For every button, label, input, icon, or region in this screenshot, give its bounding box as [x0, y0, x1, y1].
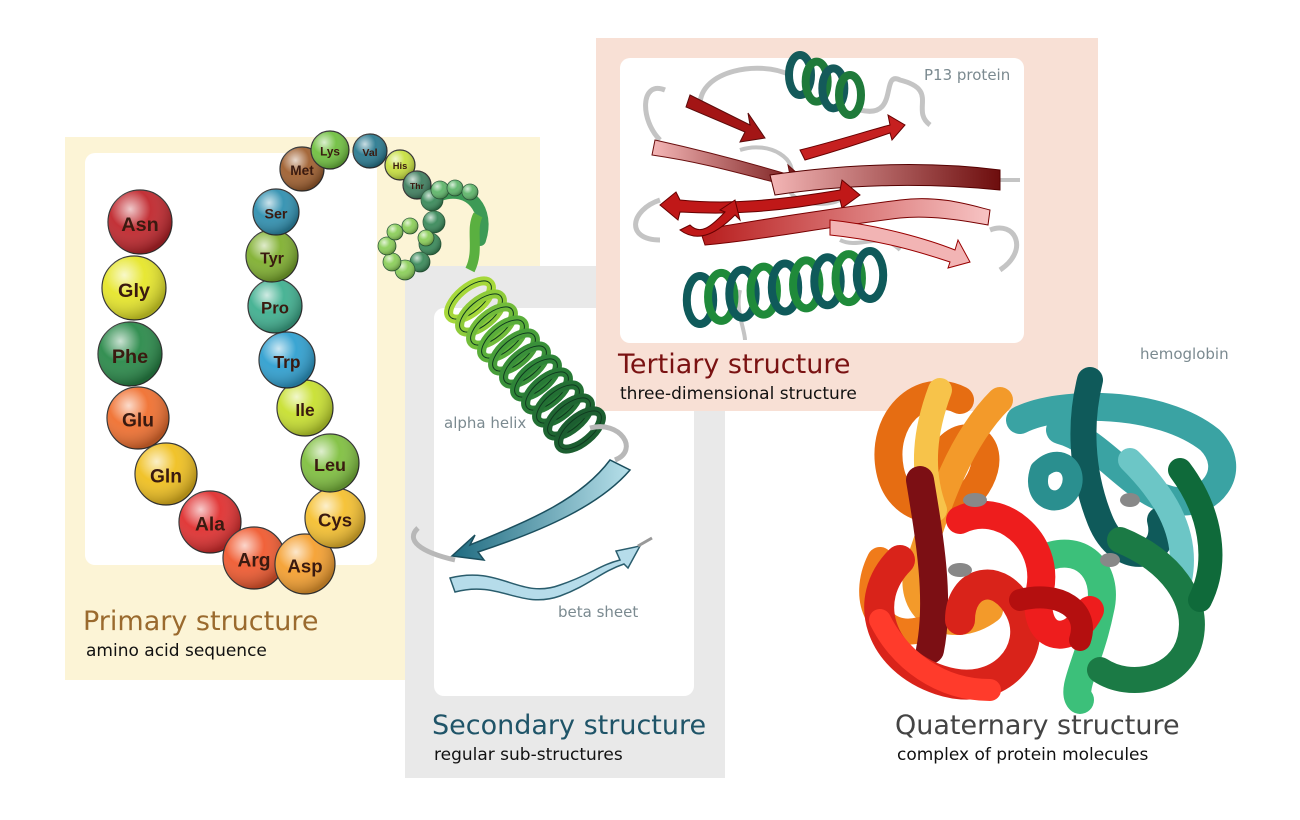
helix-turn — [852, 247, 888, 303]
helix-turn — [785, 51, 815, 99]
helix-turn — [746, 262, 781, 319]
helix-turn — [767, 259, 803, 316]
svg-text:Ser: Ser — [265, 206, 288, 222]
helix-turn — [704, 268, 739, 325]
svg-text:Thr: Thr — [410, 181, 425, 191]
quaternary-title: Quaternary structure — [895, 710, 1180, 741]
helix-turn — [810, 253, 845, 310]
amino-acid-ser: Ser — [252, 188, 300, 236]
amino-acid-his: His — [384, 149, 416, 181]
tertiary-protein-graphic — [633, 51, 1020, 341]
p13-protein-label: P13 protein — [924, 66, 1011, 84]
amino-acid-val: Val — [352, 133, 388, 169]
tertiary-title: Tertiary structure — [618, 349, 851, 380]
amino-acid-trp: Trp — [258, 331, 316, 389]
svg-text:Cys: Cys — [318, 509, 352, 530]
amino-acid-gln: Gln — [134, 442, 198, 506]
primary-subtitle: amino acid sequence — [86, 641, 267, 661]
amino-acid-ala: Ala — [178, 490, 242, 554]
svg-text:Pro: Pro — [261, 299, 289, 318]
svg-text:Phe: Phe — [112, 346, 148, 368]
svg-text:Glu: Glu — [122, 411, 154, 432]
quaternary-subtitle: complex of protein molecules — [897, 745, 1149, 765]
amino-acid-asn: Asn — [107, 189, 173, 255]
svg-text:Tyr: Tyr — [260, 249, 285, 267]
amino-acid-phe: Phe — [97, 321, 163, 387]
amino-acid-glu: Glu — [106, 386, 170, 450]
amino-acid-pro: Pro — [247, 278, 303, 334]
hemoglobin-graphic — [859, 367, 1237, 714]
svg-text:Val: Val — [362, 147, 377, 159]
svg-text:Gly: Gly — [118, 280, 150, 302]
svg-text:Trp: Trp — [273, 352, 300, 372]
amino-acid-tyr: Tyr — [245, 229, 299, 283]
hemoglobin-label: hemoglobin — [1140, 345, 1229, 363]
tertiary-subtitle: three-dimensional structure — [620, 384, 857, 404]
amino-acid-gly: Gly — [101, 255, 167, 321]
svg-text:Gln: Gln — [150, 467, 182, 488]
svg-text:Met: Met — [290, 163, 314, 178]
svg-text:Ile: Ile — [295, 400, 315, 420]
amino-acid-cys: Cys — [304, 487, 366, 549]
amino-acid-leu: Leu — [300, 433, 360, 493]
svg-text:His: His — [393, 161, 407, 171]
helix-turn — [801, 57, 832, 106]
svg-text:Asn: Asn — [121, 214, 158, 236]
secondary-subtitle: regular sub-structures — [434, 745, 623, 765]
helix-turn — [831, 250, 866, 307]
helix-turn — [725, 265, 760, 322]
amino-acid-lys: Lys — [310, 130, 350, 170]
svg-text:Asp: Asp — [287, 555, 322, 576]
helix-turn — [789, 256, 824, 313]
svg-text:Leu: Leu — [314, 455, 346, 475]
helix-turn — [682, 272, 718, 328]
amino-acid-asp: Asp — [274, 533, 336, 595]
alpha-helix-label: alpha helix — [444, 414, 527, 432]
beta-sheet-graphic — [410, 459, 653, 601]
svg-text:Lys: Lys — [320, 145, 340, 158]
svg-text:Arg: Arg — [237, 551, 270, 572]
primary-title: Primary structure — [83, 606, 319, 637]
beta-sheet-label: beta sheet — [558, 603, 639, 621]
helix-turn — [818, 64, 849, 113]
svg-text:Ala: Ala — [195, 515, 225, 536]
amino-acid-arg: Arg — [222, 526, 286, 590]
helix-turn — [835, 71, 865, 119]
secondary-title: Secondary structure — [432, 710, 707, 741]
